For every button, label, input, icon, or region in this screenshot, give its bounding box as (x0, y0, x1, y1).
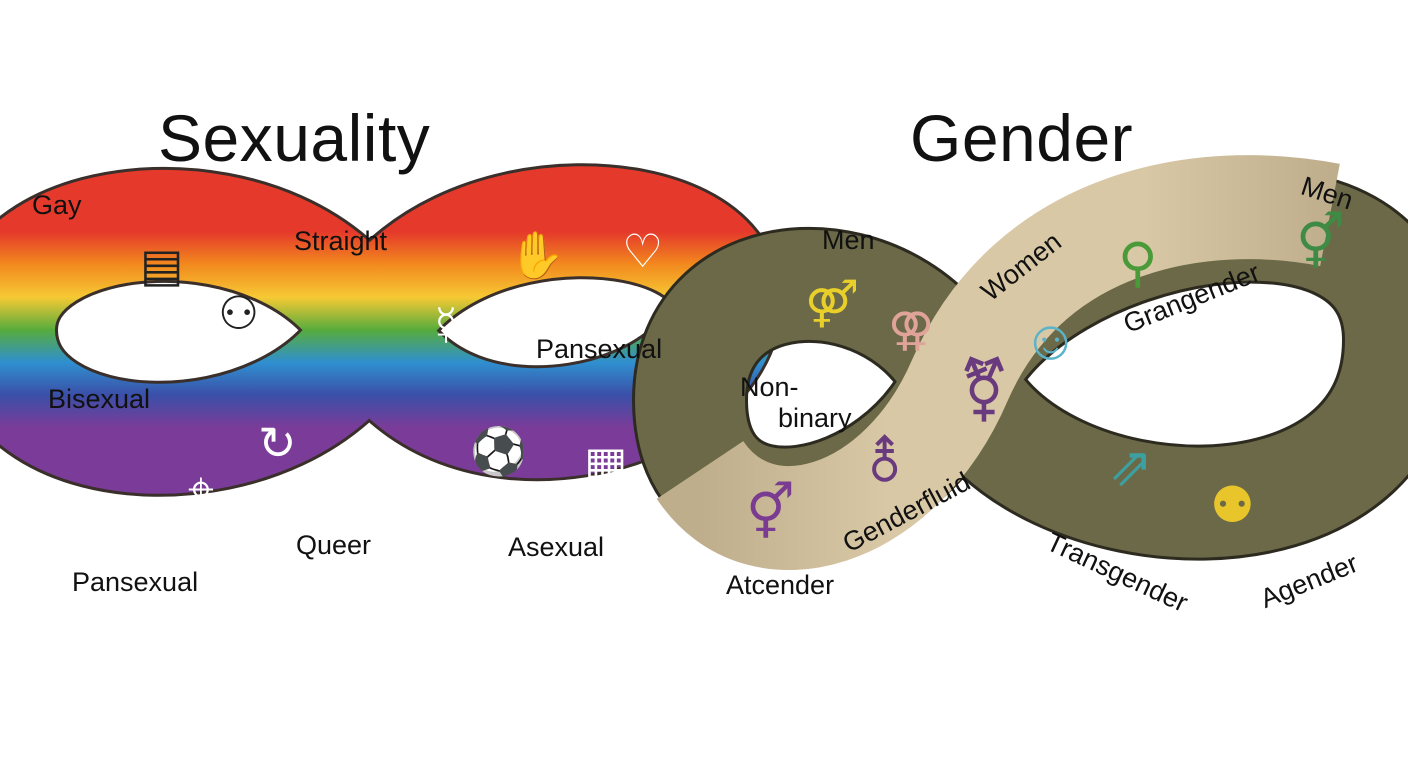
label-non: Non- (740, 372, 799, 402)
label-straight: Straight (294, 226, 388, 256)
label-binary: binary (778, 403, 852, 433)
linked-gender-icon: ⚤ (805, 277, 860, 329)
sexuality-title: Sexuality (158, 101, 431, 175)
map-icon: ⌖ (188, 463, 214, 515)
soccer-ball-icon: ⚽ (470, 425, 528, 477)
venus-mercury-icon: ☿ (425, 294, 467, 357)
label-bisexual: Bisexual (48, 384, 151, 414)
androgyne-icon: ⚥ (1296, 213, 1345, 273)
mars-venus-icon: ⚥ (746, 483, 795, 543)
hands-icon: ✋ (508, 229, 566, 281)
refresh-icon: ↻ (258, 417, 297, 469)
transgender-icon: ⚧ (958, 356, 1010, 425)
genderfluid-icon: ⚨ (862, 433, 908, 493)
label-pansexual-top: Pansexual (536, 334, 663, 364)
label-pansexual-bottom: Pansexual (72, 567, 199, 597)
person-icon: ☺ (1022, 308, 1080, 371)
tablet-icon: ▯ (74, 479, 100, 531)
label-men: Men (822, 225, 875, 255)
arrows-icon: ⇗ (1108, 437, 1154, 497)
hearts-icon: ♡ (622, 225, 664, 277)
group-icon: ⚉ (1210, 477, 1255, 533)
gender-ribbon (631, 155, 1408, 570)
neutrois-icon: ⚲ (1118, 233, 1158, 293)
label-queer: Queer (296, 530, 372, 560)
label-gay: Gay (32, 190, 82, 220)
label-asexual: Asexual (508, 532, 605, 562)
document-icon: ▤ (140, 239, 184, 291)
game-board-icon: ▦ (584, 437, 628, 489)
pink-gender-icon: ⚢ (888, 303, 935, 355)
label-atcender: Atcender (726, 570, 835, 600)
people-icon: ⚇ (218, 287, 260, 339)
gender-title: Gender (910, 101, 1134, 175)
